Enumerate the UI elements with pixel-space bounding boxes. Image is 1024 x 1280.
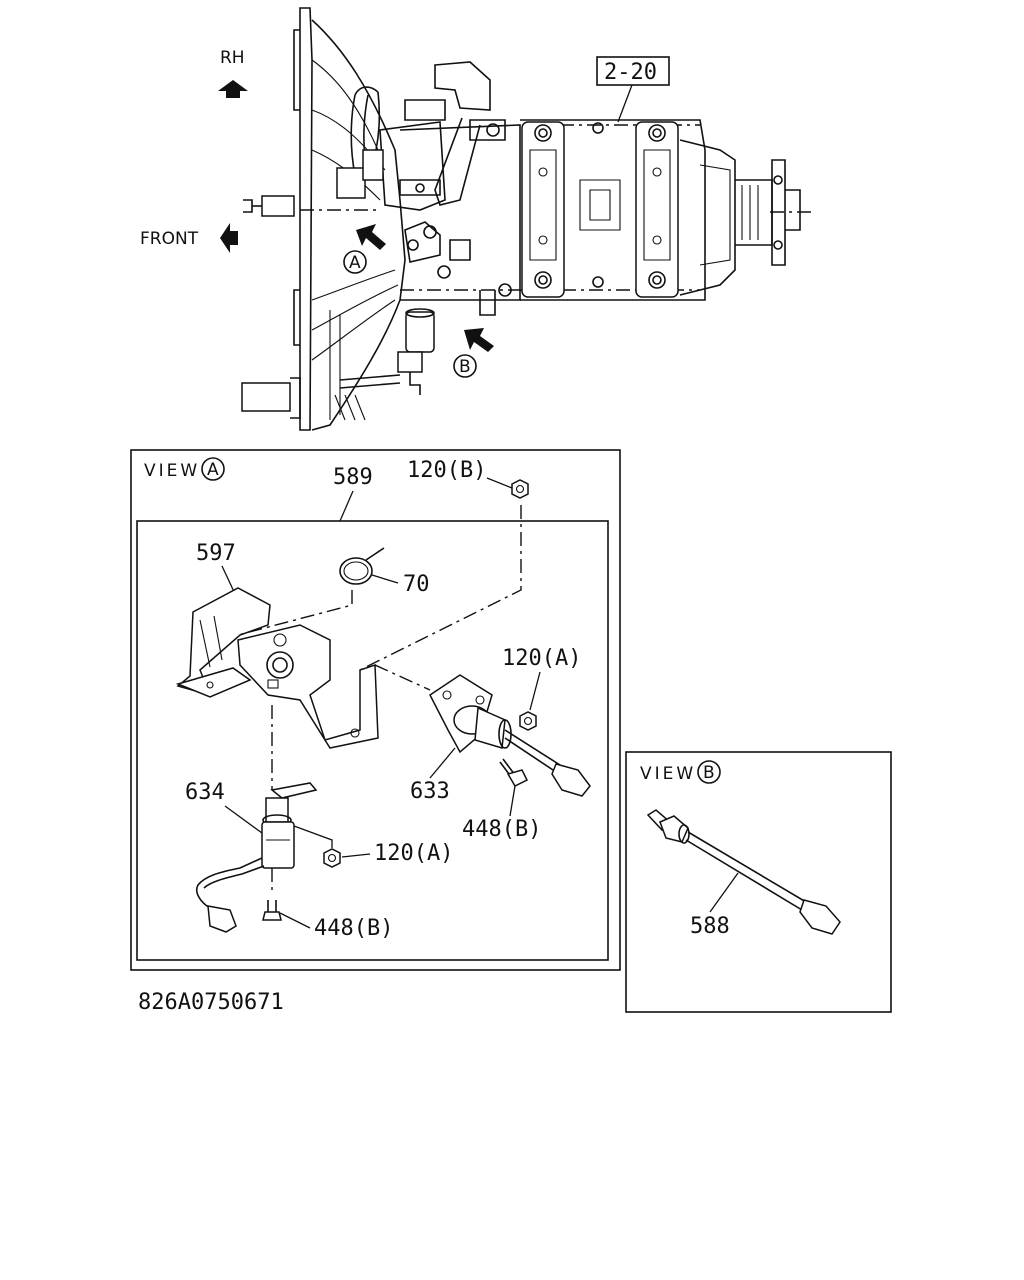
part-label-448b-right: 448(B) <box>462 817 541 842</box>
part-label-120b: 120(B) <box>407 458 486 483</box>
bolt-448b-right <box>499 758 529 787</box>
nut-120a-bottom <box>323 848 341 868</box>
transmission-assembly <box>241 7 815 431</box>
view-b-arrow-icon <box>464 328 494 352</box>
bracket-597 <box>175 587 379 749</box>
part-label-120a-top: 120(A) <box>502 646 581 671</box>
nut-120a-top <box>519 711 537 731</box>
view-a-circle-label: A <box>349 253 361 273</box>
up-arrow-icon <box>218 80 248 98</box>
view-a-title: VIEW A <box>144 457 225 481</box>
view-a-pointer: A <box>343 224 386 274</box>
part-label-597: 597 <box>196 541 236 566</box>
bolt-448b-bottom <box>262 900 282 921</box>
sensor-634 <box>195 782 318 933</box>
drawing-number: 826A0750671 <box>138 990 284 1015</box>
sensor-588 <box>646 809 841 935</box>
reference-box-label: 2-20 <box>604 60 657 85</box>
front-label: FRONT <box>140 229 199 249</box>
sensor-633 <box>429 674 591 797</box>
part-label-634: 634 <box>185 780 225 805</box>
left-arrow-icon <box>220 223 238 253</box>
nut-120b <box>511 479 529 499</box>
part-label-633: 633 <box>410 779 450 804</box>
part-label-588: 588 <box>690 914 730 939</box>
view-b-title-circle: B <box>703 763 715 783</box>
part-label-120a-bottom: 120(A) <box>374 841 453 866</box>
part-label-589: 589 <box>333 465 373 490</box>
view-a-arrow-icon <box>356 224 386 250</box>
view-a-panel: VIEW A 589 120(B) 597 <box>130 449 621 971</box>
front-arrow-group: FRONT <box>140 223 238 253</box>
rh-arrow-group: RH <box>218 48 248 98</box>
part-label-70: 70 <box>403 572 430 597</box>
view-a-title-circle: A <box>207 460 219 480</box>
view-b-title: VIEW B <box>640 760 721 784</box>
reference-box: 2-20 <box>596 56 670 123</box>
view-b-title-prefix: VIEW <box>640 764 696 784</box>
part-label-448b-bottom: 448(B) <box>314 916 393 941</box>
view-b-panel: VIEW B 588 <box>625 751 892 1013</box>
view-b-pointer: B <box>453 328 494 378</box>
clip-70 <box>339 547 385 585</box>
view-b-circle-label: B <box>459 357 471 377</box>
view-a-title-prefix: VIEW <box>144 461 200 481</box>
rh-label: RH <box>220 48 245 68</box>
